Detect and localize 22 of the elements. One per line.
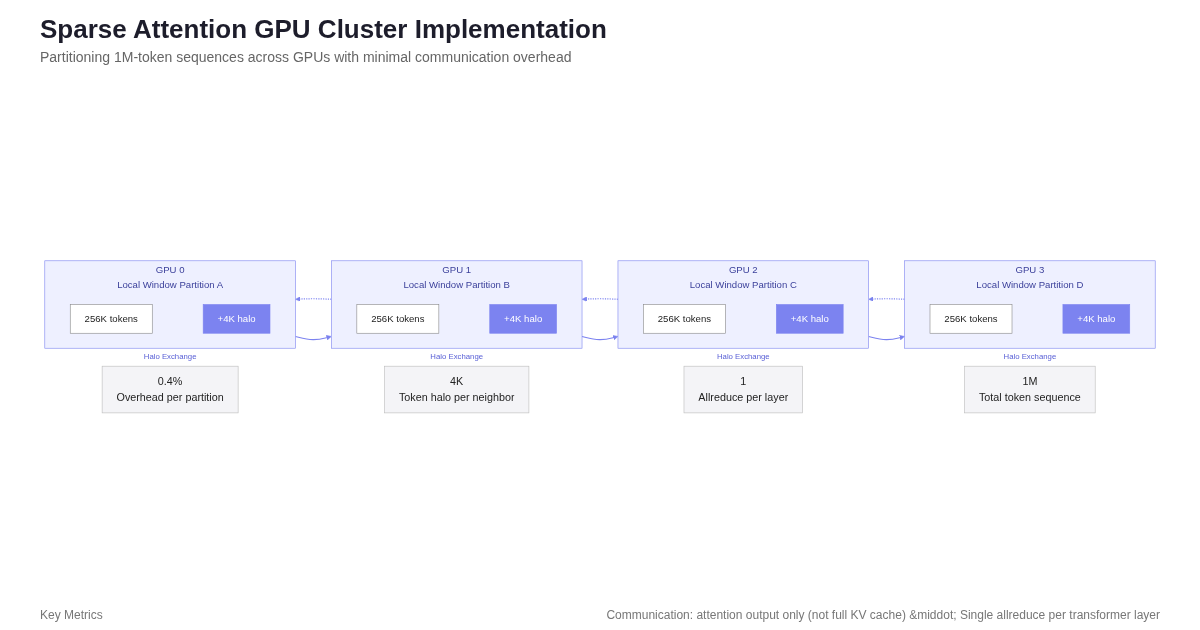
arrow — [581, 296, 619, 302]
arrow — [868, 334, 905, 340]
arrow — [581, 334, 619, 340]
node-box: 1 Allreduce per layer — [683, 365, 803, 413]
node-box: +4K halo — [1062, 303, 1131, 334]
footnote: Communication: attention output only (not full KV cache) &middot; Single allreduce per transformer layer — [606, 608, 1160, 622]
node-box: 256K tokens — [643, 303, 726, 334]
arrow — [294, 334, 332, 340]
node-box: 0.4% Overhead per partition — [101, 365, 239, 413]
node-box: +4K halo — [489, 303, 557, 334]
node-box: 256K tokens — [69, 303, 153, 334]
node-box: 256K tokens — [356, 303, 440, 334]
arrow — [868, 296, 906, 302]
title: Sparse Attention GPU Cluster Implementation — [40, 14, 608, 45]
arrow — [295, 296, 332, 302]
node-box: 4K Token halo per neighbor — [384, 365, 530, 413]
node-box: 256K tokens — [929, 303, 1013, 334]
subtitle: Partitioning 1M-token sequences across GPUs with minimal communication overhead — [40, 49, 573, 65]
node-box: +4K halo — [776, 303, 844, 334]
section-heading: Key Metrics — [40, 608, 103, 622]
node-box: +4K halo — [202, 303, 271, 334]
node-box: 1M Total token sequence — [964, 365, 1096, 413]
